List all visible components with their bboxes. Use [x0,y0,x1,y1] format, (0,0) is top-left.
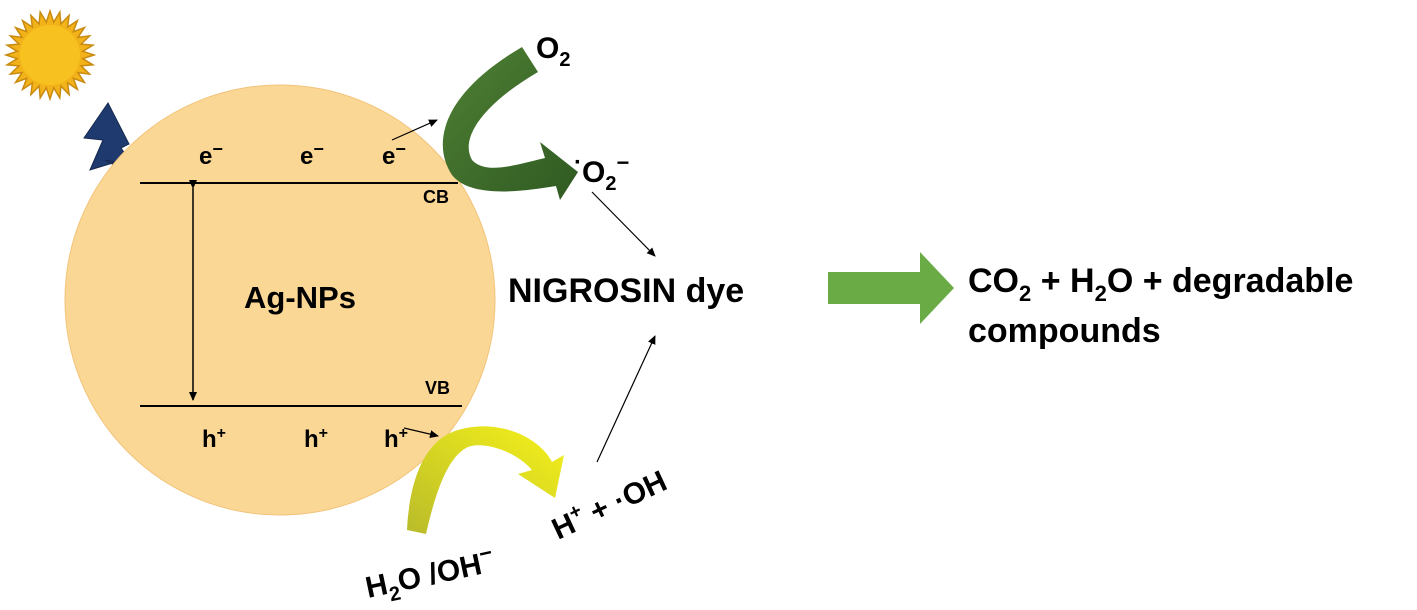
degradation-arrow [828,252,954,324]
electron-3: e− [382,139,406,170]
electron-transfer-arrow [391,119,438,141]
superoxide-to-dye-arrow [591,191,656,257]
reduction-curved-arrow [442,47,578,200]
valence-band-label: VB [425,378,450,398]
sun-icon [3,8,97,102]
hole-3: h+ [384,425,408,453]
oxygen-label: O2 [536,32,570,71]
hole-1: h+ [202,425,226,453]
water-hydroxide-label: H2O /OH− [361,540,498,610]
products-line-1: CO2 + H2O + degradable [968,262,1353,306]
nanoparticle-sphere [64,84,496,516]
dye-label: NIGROSIN dye [508,272,744,310]
products-line-2: compounds [968,312,1161,350]
conduction-band-label: CB [423,187,449,207]
oxidation-curved-arrow [407,426,564,534]
hydroxyl-to-dye-arrow [596,335,656,463]
hole-2: h+ [304,425,328,453]
electron-1: e− [199,139,223,170]
hole-transfer-arrow [403,427,439,439]
superoxide-label: ·O2− [574,149,629,195]
electron-2: e− [300,139,324,170]
proton-hydroxyl-label: H+ + ·OH [546,462,672,546]
particle-label: Ag-NPs [244,280,356,315]
